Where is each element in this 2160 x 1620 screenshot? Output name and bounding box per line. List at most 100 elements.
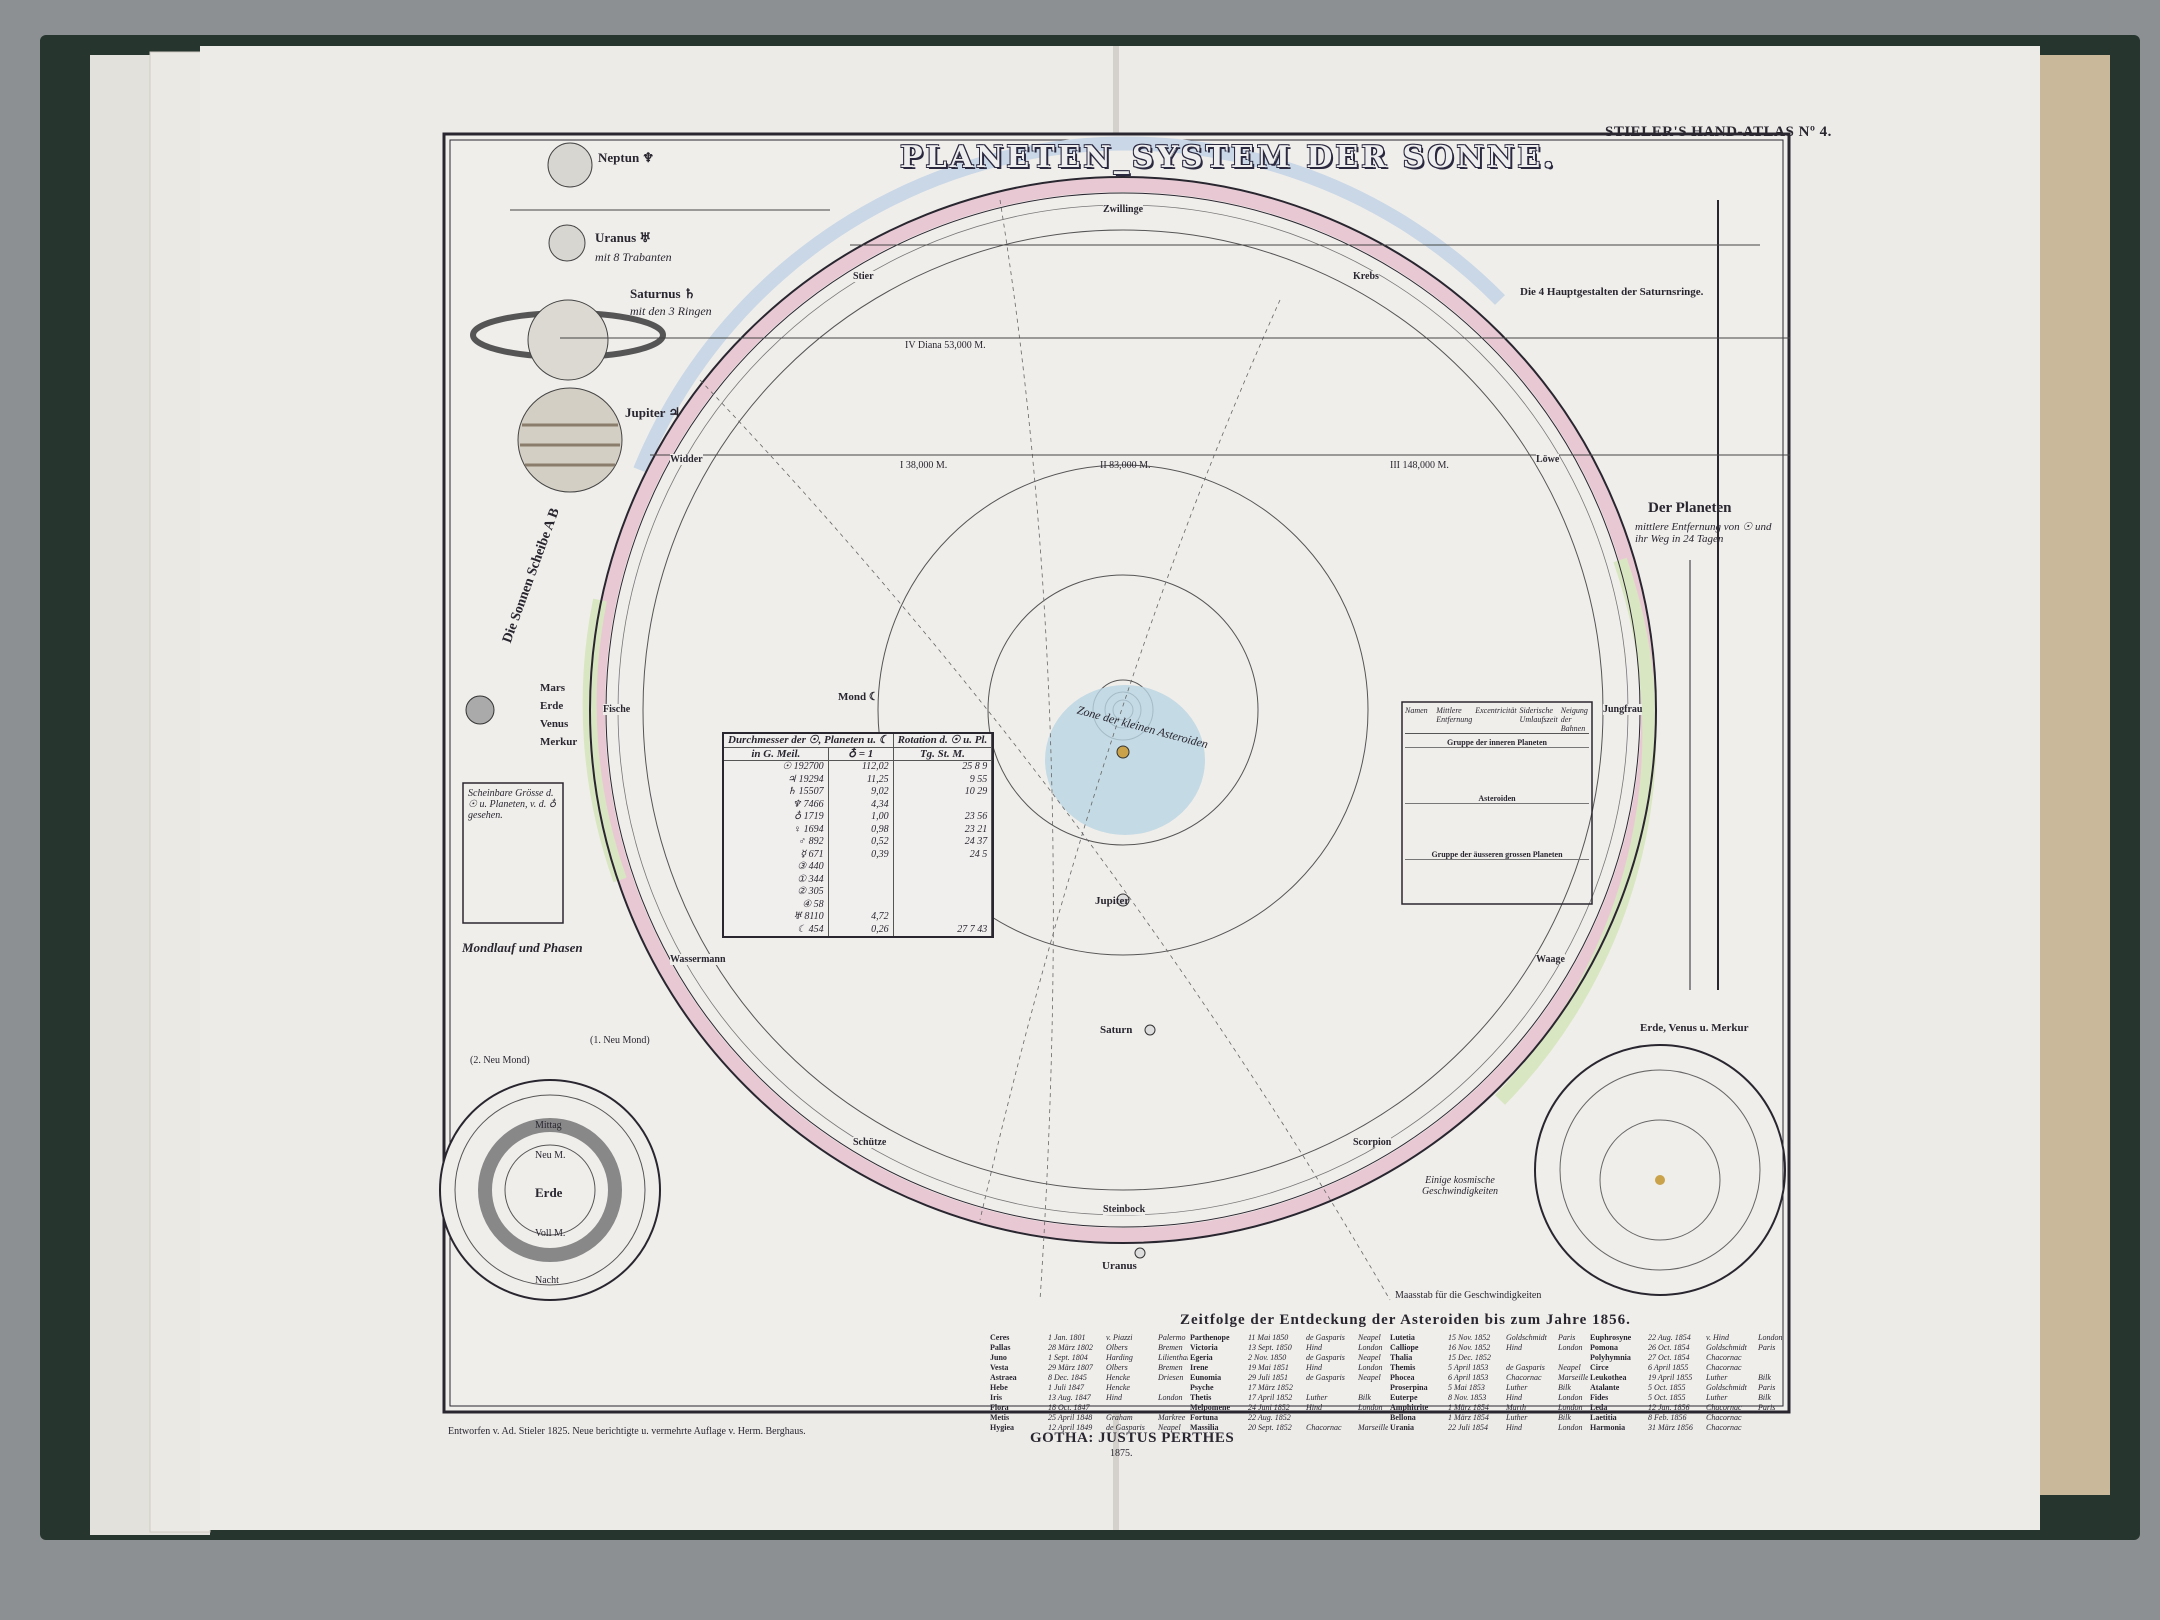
asteroid-name: Amphitrite (1390, 1404, 1429, 1412)
comet-paths (699, 199, 1391, 1301)
diameter-cell (893, 898, 993, 911)
asteroid-date: 28 März 1802 (1048, 1344, 1093, 1352)
asteroid-where: Palermo (1158, 1334, 1186, 1342)
saturn-orbit (877, 464, 1369, 956)
asteroid-date: 31 März 1856 (1648, 1424, 1693, 1432)
asteroid-who: v. Piazzi (1106, 1334, 1133, 1342)
asteroid-who: Marth (1506, 1404, 1526, 1412)
asteroid-date: 22 Aug. 1852 (1248, 1414, 1291, 1422)
asteroid-where: London (1758, 1334, 1783, 1342)
asteroid-name: Euterpe (1390, 1394, 1418, 1402)
asteroid-where: Neapel (1158, 1424, 1181, 1432)
asteroid-who: Hencke (1106, 1374, 1130, 1382)
asteroid-date: 24 Juni 1852 (1248, 1404, 1290, 1412)
asteroid-date: 26 Oct. 1854 (1648, 1344, 1690, 1352)
asteroid-who: Luther (1306, 1394, 1328, 1402)
asteroid-where: Paris (1758, 1344, 1776, 1352)
evm-dial (1534, 1044, 1786, 1296)
asteroid-zone (1045, 685, 1205, 835)
asteroid-where: Paris (1758, 1404, 1776, 1412)
asteroid-who: Chacornac (1706, 1414, 1742, 1422)
diameter-cell: 25 8 9 (893, 760, 993, 774)
asteroid-who: de Gasparis (1506, 1364, 1545, 1372)
uranus-label: Uranus ♅ (595, 230, 652, 245)
diameter-cell (893, 886, 993, 899)
asteroid-name: Circe (1590, 1364, 1609, 1372)
asteroid-where: Marseille (1558, 1374, 1588, 1382)
asteroid-who: Luther (1706, 1394, 1728, 1402)
asteroid-date: 16 Nov. 1852 (1448, 1344, 1491, 1352)
asteroid-who: Chacornac (1706, 1354, 1742, 1362)
asteroid-name: Victoria (1190, 1344, 1218, 1352)
asteroid-date: 29 März 1807 (1048, 1364, 1093, 1372)
apparent-size-box (462, 782, 564, 924)
diameter-cell: ② 305 (724, 886, 829, 899)
asteroid-date: 1 März 1854 (1448, 1414, 1489, 1422)
asteroid-name: Leda (1590, 1404, 1608, 1412)
asteroid-where: Bremen (1158, 1344, 1183, 1352)
col-header: ♁ = 1 (828, 747, 894, 761)
publisher: GOTHA: JUSTUS PERTHES (1030, 1430, 1235, 1446)
diameter-cell: 10 29 (893, 786, 993, 799)
saturn-orbit-label: Saturn (1100, 1024, 1133, 1036)
planet-table-box (1401, 701, 1593, 905)
asteroid-where: London (1158, 1394, 1183, 1402)
sun-disk-icon (465, 695, 495, 725)
jupiter-bands (520, 423, 620, 467)
asteroid-name: Parthenope (1190, 1334, 1230, 1342)
diameter-cell: ♁ 1719 (724, 811, 829, 824)
saturnus-label: Saturnus ♄ (630, 286, 696, 301)
diameter-cell: 4,72 (828, 911, 894, 924)
asteroid-who: Harding (1106, 1354, 1133, 1362)
scale-I: I 38,000 M. (900, 460, 948, 471)
asteroid-date: 1 März 1854 (1448, 1404, 1489, 1412)
asteroid-where: Bilk (1558, 1414, 1571, 1422)
neptun-icon (547, 142, 593, 188)
zodiac-label: Steinbock (1103, 1204, 1146, 1215)
planet-table-head: Neigung der Bahnen (1560, 706, 1588, 733)
diameter-cell: 9 55 (893, 773, 993, 786)
planet-group-label: Asteroiden (1405, 794, 1589, 804)
uranus-note: mit 8 Trabanten (595, 250, 672, 264)
asteroid-who: de Gasparis (1106, 1424, 1145, 1432)
asteroid-where: Markree (1158, 1414, 1186, 1422)
asteroid-name: Ceres (990, 1334, 1010, 1342)
planet-table-head: Namen (1405, 706, 1428, 715)
diameter-cell: 1,00 (828, 811, 894, 824)
venus-label: Venus (540, 718, 569, 730)
asteroid-where: Paris (1558, 1334, 1576, 1342)
diameter-cell: 24 37 (893, 836, 993, 849)
jupiter-orbit-label: Jupiter (1095, 895, 1130, 907)
asteroid-title: Zeitfolge der Entdeckung der Asteroiden … (1180, 1312, 1631, 1328)
asteroid-where: Neapel (1358, 1354, 1381, 1362)
voll-m-label: Voll M. (535, 1228, 566, 1239)
asteroid-date: 20 Sept. 1852 (1248, 1424, 1292, 1432)
asteroid-date: 25 April 1848 (1048, 1414, 1093, 1422)
mondlauf-title: Mondlauf und Phasen (462, 940, 583, 955)
uranus-marker (1134, 1247, 1146, 1259)
asteroid-name: Massilia (1190, 1424, 1219, 1432)
erde-label: Erde (540, 700, 564, 712)
diameter-cell (828, 873, 894, 886)
asteroid-name: Phocea (1390, 1374, 1415, 1382)
asteroid-name: Egeria (1190, 1354, 1213, 1362)
asteroid-where: London (1358, 1344, 1383, 1352)
nacht-label: Nacht (535, 1275, 559, 1286)
